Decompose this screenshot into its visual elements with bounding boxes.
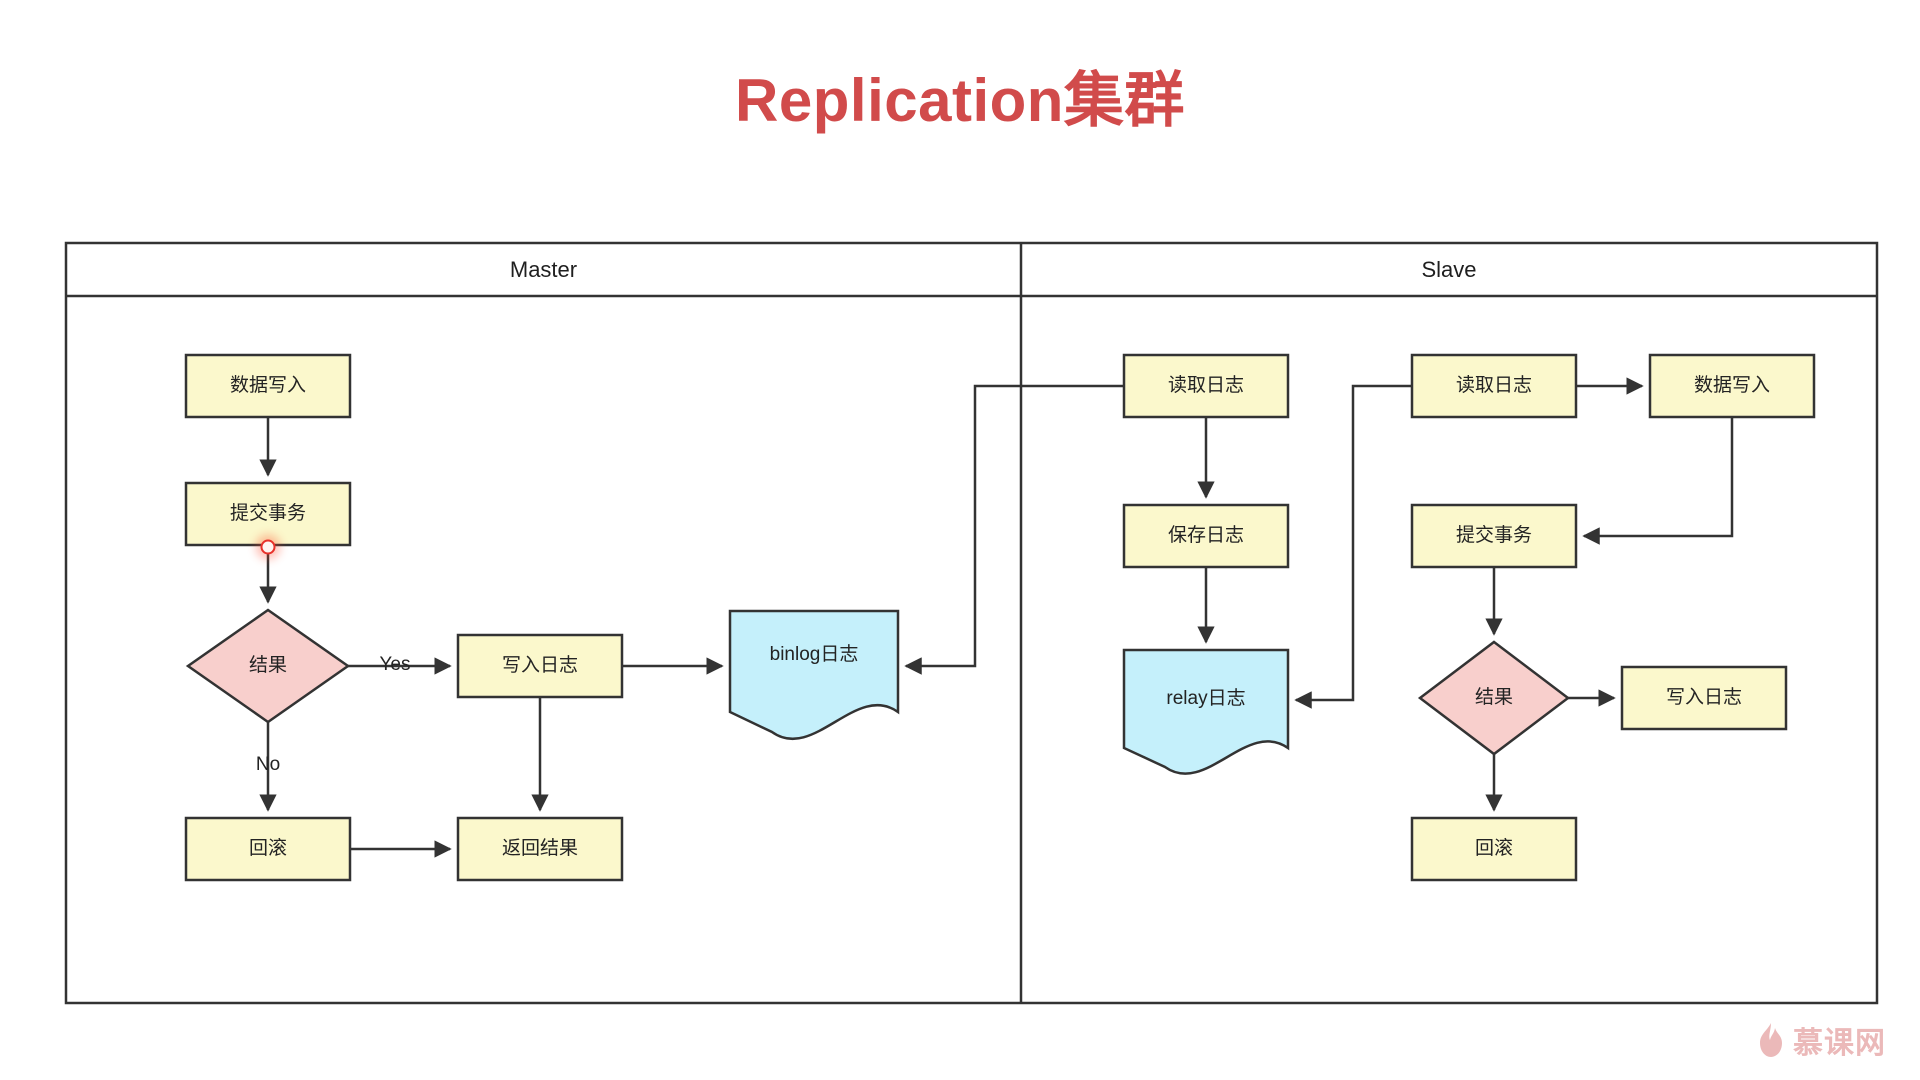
node-s-read-log-1[interactable] (1122, 353, 1290, 419)
swimlane-frame (64, 241, 1879, 1005)
watermark-text: 慕课网 (1793, 1027, 1886, 1060)
node-m-result[interactable] (185, 608, 351, 724)
node-s-data-write[interactable] (1648, 353, 1816, 419)
lane-title-slave: Slave (1421, 256, 1477, 282)
node-m-binlog[interactable] (728, 609, 900, 741)
flame-icon (1760, 1023, 1782, 1057)
node-s-relay[interactable] (1122, 648, 1290, 775)
node-m-write-log[interactable] (456, 633, 624, 699)
edge-label-no: No (255, 754, 281, 775)
node-s-read-log-2[interactable] (1410, 353, 1578, 419)
edge-label-yes: Yes (379, 654, 411, 675)
node-s-save-log[interactable] (1122, 503, 1290, 569)
node-m-return[interactable] (456, 816, 624, 882)
page-title: Replication集群 (735, 67, 1185, 134)
lane-title-master: Master (509, 256, 578, 282)
node-s-commit-tx[interactable] (1410, 503, 1578, 569)
node-s-result[interactable] (1417, 640, 1571, 756)
edge-s-datawrite-to-committx (1582, 417, 1734, 545)
node-m-rollback[interactable] (184, 816, 352, 882)
node-m-commit-tx[interactable] (184, 481, 352, 547)
node-m-data-write[interactable] (184, 353, 352, 419)
node-s-write-log[interactable] (1620, 665, 1788, 731)
node-s-rollback[interactable] (1410, 816, 1578, 882)
watermark: 慕课网 (1756, 1018, 1886, 1062)
edge-s-readlog2-to-relay (1294, 384, 1412, 709)
edge-s-readlog1-to-binlog (904, 384, 1124, 675)
cursor-highlight-dot (260, 539, 276, 555)
